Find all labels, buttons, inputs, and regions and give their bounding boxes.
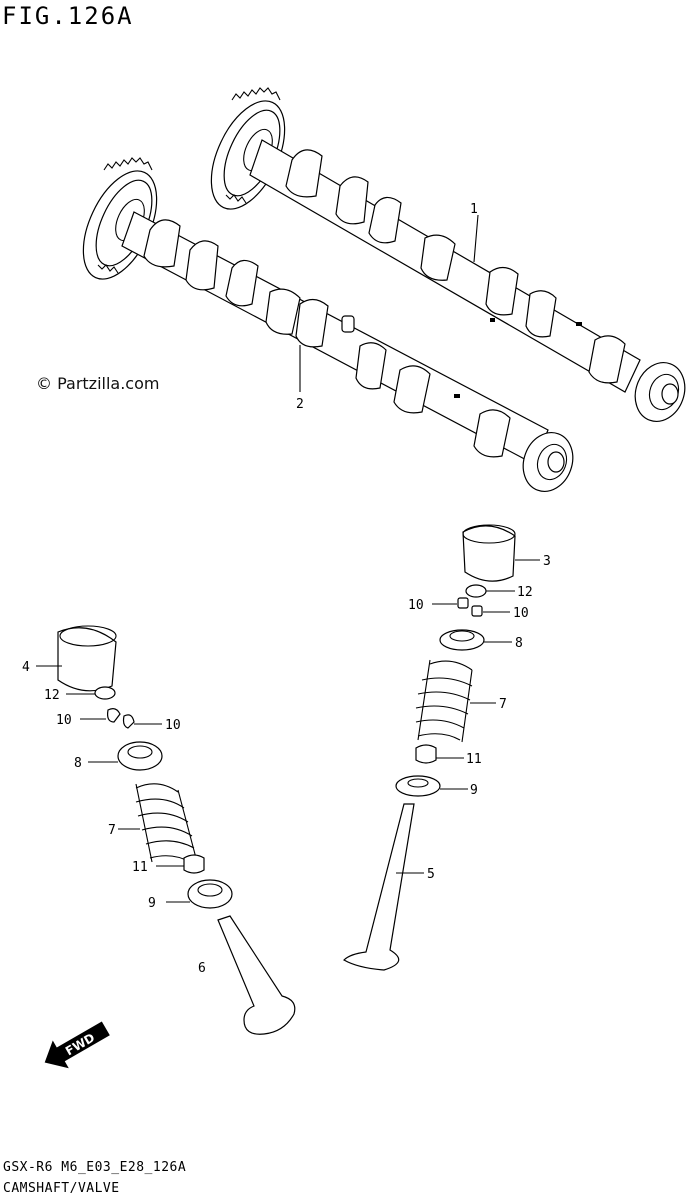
- callout-11-left: 11: [132, 860, 148, 875]
- seat-9-right[interactable]: 9: [395, 775, 478, 798]
- callout-12-left: 12: [44, 688, 60, 703]
- valve-6[interactable]: 6: [198, 915, 296, 1035]
- retainer-8-left[interactable]: 8: [74, 741, 163, 771]
- seal-11-right[interactable]: 11: [415, 744, 482, 767]
- cotter-10-right[interactable]: 10 10: [408, 597, 529, 621]
- callout-10-right-a: 10: [408, 598, 424, 613]
- callout-1: 1: [470, 202, 478, 217]
- seal-11-left[interactable]: 11: [132, 854, 205, 875]
- callout-2: 2: [296, 397, 304, 412]
- callout-5: 5: [427, 867, 435, 882]
- tappet-4[interactable]: 4: [22, 625, 117, 692]
- callout-7-left: 7: [108, 823, 116, 838]
- callout-9-left: 9: [148, 896, 156, 911]
- tappet-3[interactable]: 3: [462, 524, 551, 582]
- figure-title: FIG.126A: [2, 2, 134, 30]
- retainer-8-right[interactable]: 8: [439, 629, 523, 651]
- callout-10-left-b: 10: [165, 718, 181, 733]
- camshaft-1[interactable]: 1: [196, 87, 688, 428]
- footer-model-code: GSX-R6 M6_E03_E28_126A: [3, 1160, 187, 1175]
- valve-5[interactable]: 5: [343, 803, 435, 971]
- callout-9-right: 9: [470, 783, 478, 798]
- callout-8-left: 8: [74, 756, 82, 771]
- callout-11-right: 11: [466, 752, 482, 767]
- footer-section-name: CAMSHAFT/VALVE: [3, 1181, 120, 1196]
- callout-3: 3: [543, 554, 551, 569]
- shim-12-left[interactable]: 12: [44, 686, 116, 703]
- camshaft-2[interactable]: 2: [68, 157, 581, 498]
- spring-7-left[interactable]: 7: [108, 783, 197, 863]
- callout-6: 6: [198, 961, 206, 976]
- spring-7-right[interactable]: 7: [415, 659, 507, 743]
- callout-10-right-b: 10: [513, 606, 529, 621]
- callout-10-left-a: 10: [56, 713, 72, 728]
- callout-12-right: 12: [517, 585, 533, 600]
- seat-9-left[interactable]: 9: [148, 879, 233, 911]
- watermark: © Partzilla.com: [36, 374, 160, 393]
- callout-4: 4: [22, 660, 30, 675]
- shim-12-right[interactable]: 12: [465, 584, 533, 600]
- callout-7-right: 7: [499, 697, 507, 712]
- cotter-10-left[interactable]: 10 10: [56, 708, 181, 733]
- fwd-arrow: FWD: [44, 1021, 110, 1069]
- callout-8-right: 8: [515, 636, 523, 651]
